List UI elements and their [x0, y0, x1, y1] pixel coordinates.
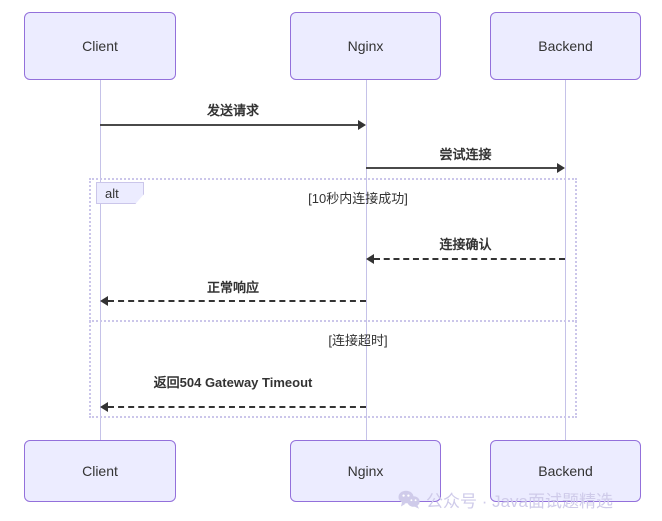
- alt-condition-1: [10秒内连接成功]: [308, 191, 408, 206]
- participant-client-bottom[interactable]: Client: [24, 440, 176, 502]
- lifeline-backend: [565, 80, 566, 440]
- message-line-try-connect: [366, 167, 557, 169]
- participant-nginx-bottom[interactable]: Nginx: [290, 440, 441, 502]
- alt-condition-2: [连接超时]: [328, 333, 388, 348]
- arrowhead-connect-ack: [366, 254, 374, 264]
- message-label-normal-response: 正常响应: [206, 280, 259, 295]
- message-label-send-request: 发送请求: [206, 103, 259, 118]
- participant-nginx-top[interactable]: Nginx: [290, 12, 441, 80]
- message-line-connect-ack: [374, 258, 565, 260]
- arrowhead-normal-response: [100, 296, 108, 306]
- message-line-normal-response: [108, 300, 366, 302]
- arrowhead-try-connect: [557, 163, 565, 173]
- message-label-gateway-timeout: 返回504 Gateway Timeout: [153, 375, 313, 390]
- participant-label: Nginx: [347, 463, 384, 479]
- arrowhead-gateway-timeout: [100, 402, 108, 412]
- arrowhead-send-request: [358, 120, 366, 130]
- participant-client-top[interactable]: Client: [24, 12, 176, 80]
- alt-operator-label: alt: [105, 185, 119, 201]
- message-label-connect-ack: 连接确认: [439, 237, 492, 252]
- message-label-try-connect: 尝试连接: [439, 147, 492, 162]
- participant-label: Client: [82, 463, 118, 479]
- alt-fragment-operator-tag: alt: [96, 182, 144, 204]
- participant-backend-top[interactable]: Backend: [490, 12, 641, 80]
- message-line-send-request: [100, 124, 358, 126]
- participant-label: Client: [82, 38, 118, 54]
- participant-label: Backend: [538, 38, 593, 54]
- participant-label: Nginx: [347, 38, 384, 54]
- alt-fragment: [89, 178, 577, 418]
- message-line-gateway-timeout: [108, 406, 366, 408]
- participant-backend-bottom[interactable]: Backend: [490, 440, 641, 502]
- alt-fragment-divider: [89, 320, 577, 322]
- lifeline-client: [100, 80, 101, 440]
- participant-label: Backend: [538, 463, 593, 479]
